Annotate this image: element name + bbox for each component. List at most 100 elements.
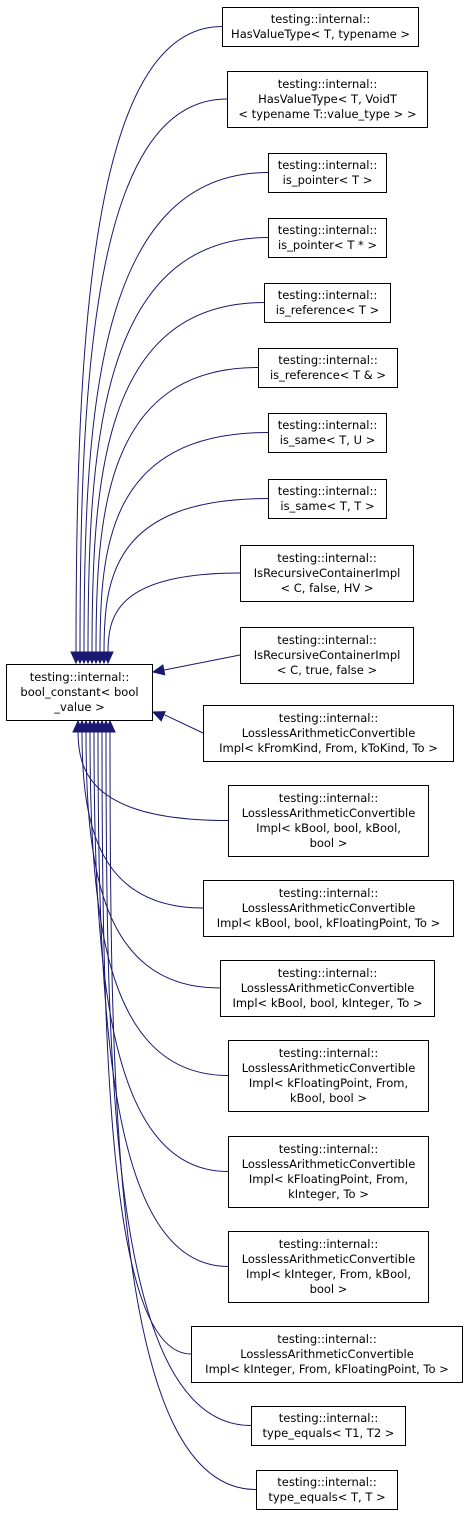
edge-line xyxy=(101,730,192,1355)
derived-class-node-label-line: Impl< kInteger, From, kFloatingPoint, To… xyxy=(205,1362,449,1376)
edge-line xyxy=(95,367,259,654)
derived-class-node-label-line: type_equals< T, T > xyxy=(268,1490,385,1504)
edge-line xyxy=(81,730,204,909)
derived-class-node-label-line: LosslessArithmeticConvertible xyxy=(242,806,416,820)
derived-class-node-box xyxy=(268,153,387,193)
edge-line xyxy=(107,572,241,654)
derived-class-node-label-line: testing::internal:: xyxy=(279,1142,379,1156)
derived-class-node-label-line: is_reference< T & > xyxy=(270,368,386,382)
edge-line xyxy=(79,98,228,654)
derived-class-node[interactable]: testing::internal::HasValueType< T, Void… xyxy=(227,71,428,128)
derived-class-node[interactable]: testing::internal::LosslessArithmeticCon… xyxy=(191,1326,463,1383)
derived-class-node-label-line: LosslessArithmeticConvertible xyxy=(242,1157,416,1171)
inheritance-edge xyxy=(151,711,204,734)
derived-class-node[interactable]: testing::internal::LosslessArithmeticCon… xyxy=(228,1136,429,1208)
derived-class-node-label-line: is_pointer< T * > xyxy=(278,238,377,252)
derived-class-node-label-line: IsRecursiveContainerImpl xyxy=(254,648,401,662)
derived-class-node[interactable]: testing::internal::LosslessArithmeticCon… xyxy=(203,880,454,937)
derived-class-node-label-line: bool > xyxy=(310,836,348,850)
arrowhead xyxy=(151,711,166,722)
derived-class-node-label-line: testing::internal:: xyxy=(277,1475,377,1489)
derived-class-node[interactable]: testing::internal::LosslessArithmeticCon… xyxy=(228,1040,429,1112)
derived-class-node-label-line: LosslessArithmeticConvertible xyxy=(242,726,416,740)
derived-class-node-box xyxy=(222,7,419,47)
derived-class-node[interactable]: testing::internal::is_same< T, T > xyxy=(268,479,387,519)
derived-class-node-label-line: Impl< kFloatingPoint, From, xyxy=(249,1076,408,1090)
derived-class-node-box xyxy=(191,1326,463,1383)
derived-class-node-label-line: testing::internal:: xyxy=(279,1411,379,1425)
derived-class-node-label-line: kInteger, To > xyxy=(288,1187,369,1201)
derived-class-node-box xyxy=(240,545,414,602)
base-class-node[interactable]: testing::internal::bool_constant< bool_v… xyxy=(6,664,153,721)
derived-class-node[interactable]: testing::internal::IsRecursiveContainerI… xyxy=(240,545,414,602)
derived-class-node[interactable]: testing::internal::LosslessArithmeticCon… xyxy=(228,1231,429,1303)
derived-class-node-box xyxy=(220,960,435,1017)
derived-class-node[interactable]: testing::internal::LosslessArithmeticCon… xyxy=(228,785,429,857)
derived-class-node[interactable]: testing::internal::type_equals< T, T > xyxy=(256,1470,398,1510)
derived-class-node-label-line: bool > xyxy=(310,1282,348,1296)
derived-class-node-label-line: is_same< T, T > xyxy=(280,499,374,513)
derived-class-node[interactable]: testing::internal::LosslessArithmeticCon… xyxy=(220,960,435,1017)
derived-class-node-label-line: is_reference< T > xyxy=(276,303,379,317)
derived-class-node[interactable]: testing::internal::type_equals< T1, T2 > xyxy=(251,1406,406,1446)
derived-class-node-label-line: LosslessArithmeticConvertible xyxy=(242,901,416,915)
edge-line xyxy=(91,302,265,654)
derived-class-node-label-line: testing::internal:: xyxy=(279,711,379,725)
edge-line xyxy=(99,432,269,654)
arrowhead xyxy=(102,651,114,665)
derived-class-node-label-line: testing::internal:: xyxy=(278,77,378,91)
derived-class-node-box xyxy=(240,627,414,684)
derived-class-node[interactable]: testing::internal::is_same< T, U > xyxy=(268,413,387,453)
derived-class-node[interactable]: testing::internal::is_pointer< T > xyxy=(268,153,387,193)
derived-class-node-box xyxy=(228,1040,429,1112)
derived-class-node-box xyxy=(228,1136,429,1208)
arrowhead xyxy=(151,664,166,676)
inheritance-edge xyxy=(78,172,269,665)
derived-class-node[interactable]: testing::internal::is_reference< T & > xyxy=(258,348,398,388)
derived-class-node[interactable]: testing::internal::IsRecursiveContainerI… xyxy=(240,627,414,684)
edge-line xyxy=(89,730,229,1076)
derived-class-node-label-line: HasValueType< T, typename > xyxy=(231,27,410,41)
edge-line xyxy=(162,713,204,734)
derived-class-node-box xyxy=(203,880,454,937)
derived-class-node-label-line: LosslessArithmeticConvertible xyxy=(242,1061,416,1075)
derived-class-node-box xyxy=(268,413,387,453)
derived-class-node-box xyxy=(268,218,387,258)
derived-class-node[interactable]: testing::internal::is_reference< T > xyxy=(264,283,391,323)
inheritance-edge xyxy=(90,367,259,665)
inheritance-edge xyxy=(151,654,241,676)
derived-class-node[interactable]: testing::internal::HasValueType< T, type… xyxy=(222,7,419,47)
edge-line xyxy=(109,730,257,1490)
derived-class-node-box xyxy=(258,348,398,388)
derived-class-node-label-line: Impl< kFloatingPoint, From, xyxy=(249,1172,408,1186)
derived-class-node-label-line: testing::internal:: xyxy=(279,791,379,805)
derived-class-node-label-line: testing::internal:: xyxy=(271,12,371,26)
derived-class-node-label-line: LosslessArithmeticConvertible xyxy=(241,981,415,995)
derived-class-node[interactable]: testing::internal::LosslessArithmeticCon… xyxy=(203,705,454,762)
derived-class-node-label-line: testing::internal:: xyxy=(278,288,378,302)
derived-class-node-box xyxy=(251,1406,406,1446)
derived-class-node-label-line: IsRecursiveContainerImpl xyxy=(254,566,401,580)
derived-class-node-box xyxy=(203,705,454,762)
derived-class-node-label-line: is_same< T, U > xyxy=(280,433,376,447)
edge-line xyxy=(162,654,241,671)
class-nodes: testing::internal::bool_constant< bool_v… xyxy=(6,7,463,1510)
derived-class-node[interactable]: testing::internal::is_pointer< T * > xyxy=(268,218,387,258)
derived-class-node-label-line: Impl< kInteger, From, kBool, xyxy=(246,1267,411,1281)
derived-class-node-label-line: Impl< kBool, bool, kInteger, To > xyxy=(232,996,422,1010)
derived-class-node-label-line: < C, false, HV > xyxy=(280,581,373,595)
derived-class-node-label-line: LosslessArithmeticConvertible xyxy=(240,1347,414,1361)
inheritance-edge xyxy=(102,572,241,665)
edge-line xyxy=(77,730,229,821)
derived-class-node-label-line: Impl< kBool, bool, kFloatingPoint, To > xyxy=(217,916,441,930)
edge-line xyxy=(83,172,269,654)
derived-class-node-box xyxy=(228,785,429,857)
edge-line xyxy=(85,730,221,989)
derived-class-node-label-line: testing::internal:: xyxy=(277,1332,377,1346)
inheritance-edges xyxy=(70,26,269,1490)
inheritance-edge xyxy=(104,719,257,1490)
arrowhead xyxy=(104,719,116,733)
derived-class-node-box xyxy=(268,479,387,519)
derived-class-node-label-line: testing::internal:: xyxy=(279,1046,379,1060)
